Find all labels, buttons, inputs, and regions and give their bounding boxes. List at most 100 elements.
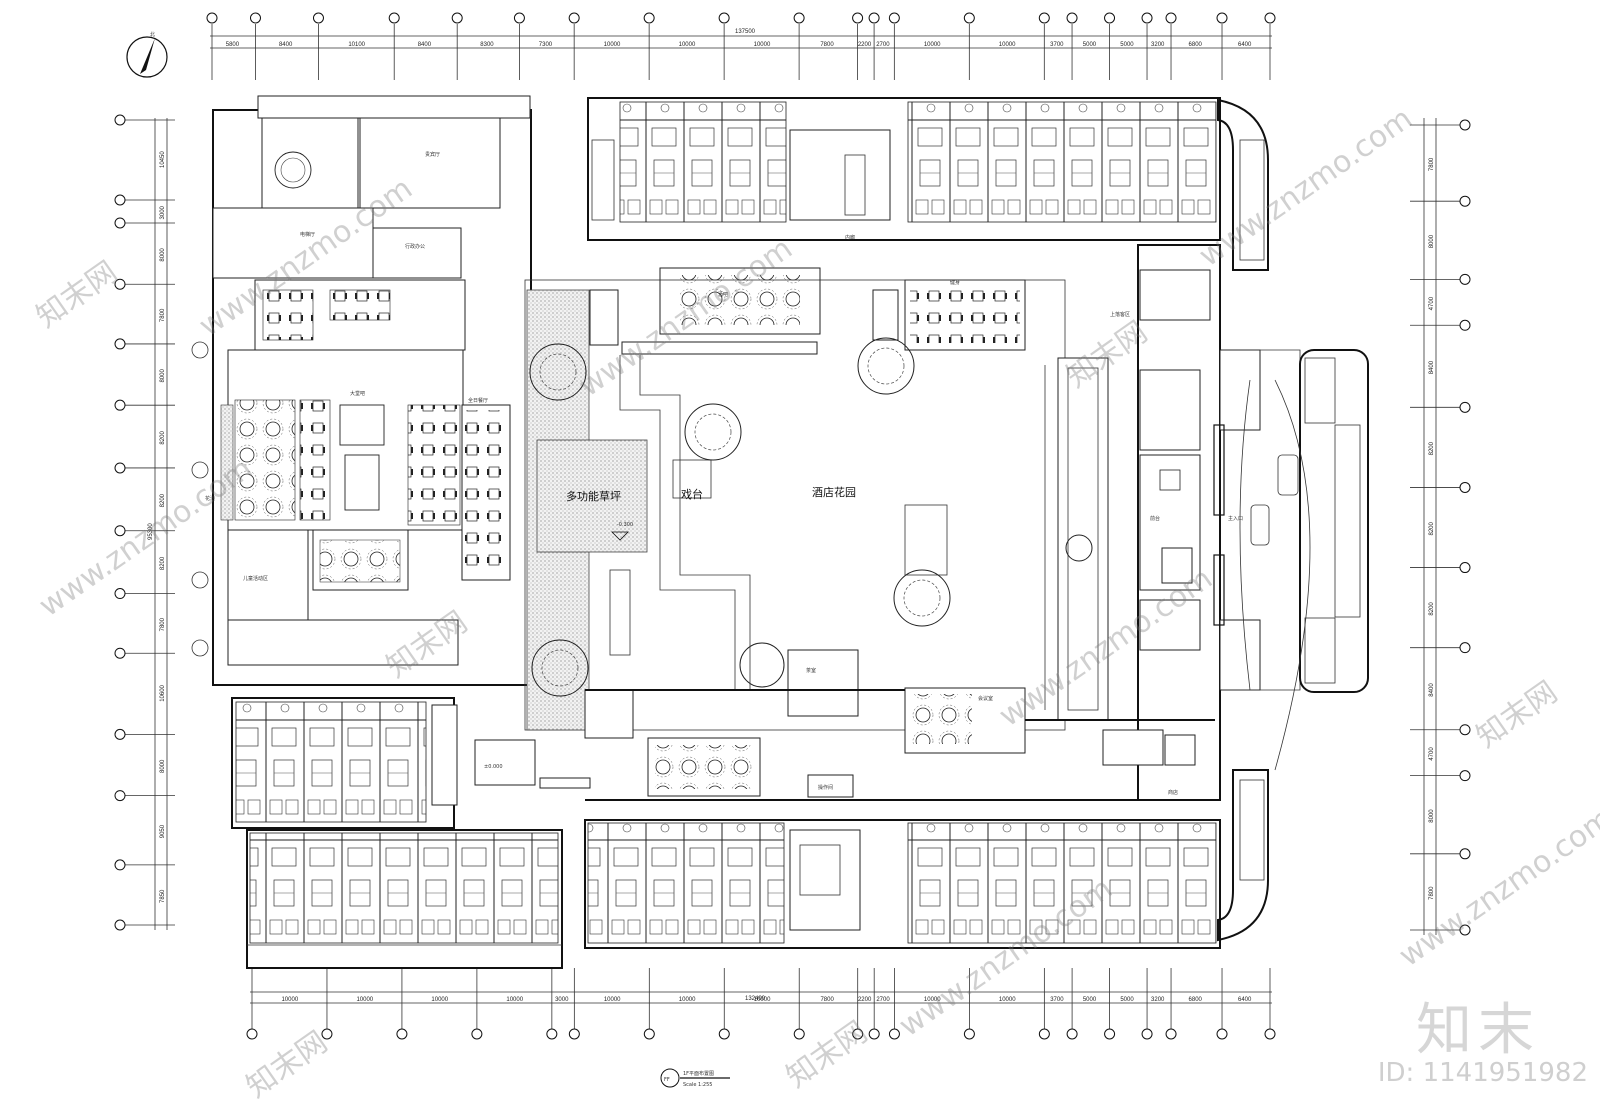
right-grid-bubble (1459, 848, 1471, 860)
top-dimension-13: 10000 (999, 42, 1016, 48)
bottom-dimension-3: 10000 (506, 997, 523, 1003)
top-dimension-12: 10000 (924, 42, 941, 48)
top-dimension-11: 2700 (876, 42, 890, 48)
right-grid-bubble (1459, 481, 1471, 493)
right-dimension-6: 8200 (1429, 602, 1435, 616)
drawing-title: 1F平面布置图 (683, 1070, 714, 1077)
drawing-title-block: FF 1F平面布置图 Scale 1:255 (660, 1068, 730, 1088)
bottom-grid-bubble (718, 1028, 730, 1040)
top-dimension-8: 10000 (754, 42, 771, 48)
bottom-grid-bubble (1141, 1028, 1153, 1040)
top-dimension-10: 2200 (858, 42, 872, 48)
hotel-garden: 酒店花园 多功能草坪 戏台 -0.300 (524, 279, 1109, 731)
label-reception: 前台 (1150, 515, 1160, 522)
bottom-dimension-1: 10000 (356, 997, 373, 1003)
right-grid-bubble (1459, 562, 1471, 574)
bottom-grid-bubble (963, 1028, 975, 1040)
bottom-dimension-11: 10000 (924, 997, 941, 1003)
top-dimension-9: 7800 (820, 42, 834, 48)
top-dimension-16: 5000 (1120, 42, 1134, 48)
top-grid-bubble (888, 12, 900, 24)
bottom-grid-bubble (888, 1028, 900, 1040)
top-dimension-18: 6800 (1189, 42, 1203, 48)
south-pavilions: 茶室 会议室 ±0.000 操作间 (474, 649, 1215, 798)
label-gym: 健身 (950, 279, 960, 286)
top-dimension-2: 10100 (348, 42, 365, 48)
bottom-grid-bubble (1038, 1028, 1050, 1040)
bottom-grid-bubble (1066, 1028, 1078, 1040)
bottom-grid-bubble (568, 1028, 580, 1040)
label-restaurant: 全日餐厅 (468, 397, 488, 404)
right-dimension-1: 8000 (1429, 234, 1435, 248)
bottom-dimension-14: 5000 (1083, 997, 1097, 1003)
top-grid-bubble (1216, 12, 1228, 24)
top-dimension-5: 7300 (539, 42, 553, 48)
label-kids: 儿童活动区 (243, 575, 268, 582)
left-grid-bubble (114, 217, 126, 229)
bottom-dimension-16: 3200 (1151, 997, 1165, 1003)
top-grid-bubble (1066, 12, 1078, 24)
label-office: 行政办公 (405, 243, 425, 250)
top-dimension-14: 3700 (1050, 42, 1064, 48)
left-grid-bubble (114, 588, 126, 600)
bottom-dimension-8: 7800 (820, 997, 834, 1003)
top-grid-bubble (963, 12, 975, 24)
bottom-grid-bubble (1165, 1028, 1177, 1040)
drawing-scale: Scale 1:255 (683, 1082, 712, 1088)
right-dimension-5: 8200 (1429, 521, 1435, 535)
label-shop: 商店 (1168, 789, 1178, 796)
top-grid-bubble (718, 12, 730, 24)
right-dimension-9: 8000 (1429, 809, 1435, 823)
top-grid-bubble (513, 12, 525, 24)
left-grid-bubble (114, 790, 126, 802)
top-grid-bubble (852, 12, 864, 24)
right-dimension-8: 4700 (1429, 747, 1435, 761)
elevation-label: -0.300 (617, 522, 633, 528)
north-pavilions: 酒吧 健身 (589, 267, 1026, 355)
bottom-grid-bubble (643, 1028, 655, 1040)
drawing-badge: FF (664, 1077, 670, 1083)
left-grid-bubble (114, 859, 126, 871)
bottom-grid-bubble (868, 1028, 880, 1040)
label-lift-lobby: 电梯厅 (300, 231, 315, 238)
right-grid-bubble (1459, 642, 1471, 654)
label-entrance: 主入口 (1228, 515, 1243, 522)
left-dimension-chain: 95300 1045030008000780080008200820082007… (114, 114, 175, 931)
right-grid-bubble (1459, 273, 1471, 285)
bottom-dimension-18: 6400 (1238, 997, 1252, 1003)
top-dimension-4: 8300 (480, 42, 494, 48)
top-dimension-15: 5000 (1083, 42, 1097, 48)
left-grid-bubble (114, 647, 126, 659)
top-grid-bubble (388, 12, 400, 24)
bottom-grid-bubble (546, 1028, 558, 1040)
right-dimension-10: 7800 (1429, 886, 1435, 900)
right-grid-bubble (1459, 724, 1471, 736)
garden-tree-icons (529, 337, 1093, 697)
label-parking: 上落客区 (1110, 311, 1130, 318)
bottom-dimension-17: 6800 (1189, 997, 1203, 1003)
bottom-grid-bubble (471, 1028, 483, 1040)
bottom-dimension-2: 10000 (431, 997, 448, 1003)
top-total-dimension: 137500 (735, 29, 756, 35)
right-grid-bubble (1459, 195, 1471, 207)
entrance-drive (1217, 98, 1369, 942)
top-dimension-17: 3200 (1151, 42, 1165, 48)
label-corridor: 内廊 (845, 234, 855, 241)
bottom-dimension-12: 10000 (999, 997, 1016, 1003)
bottom-grid-bubble (321, 1028, 333, 1040)
right-dimension-4: 8200 (1429, 441, 1435, 455)
left-grid-bubble (114, 114, 126, 126)
watermark-logo: 知末 (1416, 998, 1540, 1063)
southeast-room-wing (584, 799, 1221, 949)
label-vip: 贵宾厅 (425, 151, 440, 158)
label-tea: 茶室 (806, 667, 816, 674)
right-dimension-7: 8400 (1429, 683, 1435, 697)
right-grid-bubble (1459, 319, 1471, 331)
left-grid-bubble (114, 194, 126, 206)
top-dimension-3: 8400 (418, 42, 432, 48)
top-grid-bubble (1104, 12, 1116, 24)
southwest-room-wing (231, 697, 563, 969)
